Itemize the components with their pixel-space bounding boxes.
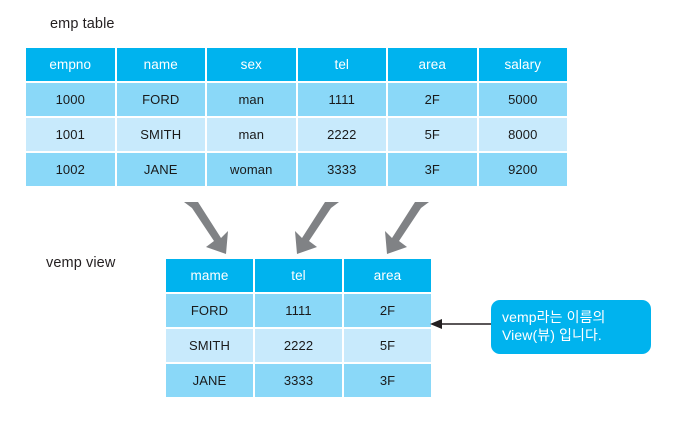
vemp-cell: 2222 xyxy=(255,329,342,362)
emp-cell: FORD xyxy=(116,83,205,116)
emp-cell: 2222 xyxy=(297,118,386,151)
vemp-cell: JANE xyxy=(166,364,253,397)
vemp-header-tel: tel xyxy=(255,259,342,292)
emp-header-tel: tel xyxy=(297,48,386,81)
emp-cell: JANE xyxy=(116,153,205,186)
emp-cell: SMITH xyxy=(116,118,205,151)
emp-cell: 2F xyxy=(388,83,477,116)
emp-header-salary: salary xyxy=(478,48,567,81)
emp-cell: 1000 xyxy=(26,83,115,116)
emp-header-sex: sex xyxy=(207,48,296,81)
vemp-view-caption: vemp view xyxy=(46,255,116,271)
vemp-cell: FORD xyxy=(166,294,253,327)
emp-cell: 1001 xyxy=(26,118,115,151)
emp-cell: 3333 xyxy=(297,153,386,186)
emp-table: empno name sex tel area salary 1000 FORD… xyxy=(26,48,567,186)
vemp-cell: SMITH xyxy=(166,329,253,362)
emp-cell: 1002 xyxy=(26,153,115,186)
emp-header-name: name xyxy=(116,48,205,81)
vemp-header-mame: mame xyxy=(166,259,253,292)
vemp-cell: 3F xyxy=(344,364,431,397)
vemp-cell: 2F xyxy=(344,294,431,327)
callout-bubble: vemp라는 이름의 View(뷰) 입니다. xyxy=(491,300,651,354)
vemp-cell: 3333 xyxy=(255,364,342,397)
callout-line-2: View(뷰) 입니다. xyxy=(502,327,602,344)
vemp-header-area: area xyxy=(344,259,431,292)
emp-header-empno: empno xyxy=(26,48,115,81)
vemp-cell: 5F xyxy=(344,329,431,362)
emp-cell: 1111 xyxy=(297,83,386,116)
emp-cell: 5000 xyxy=(478,83,567,116)
emp-table-caption: emp table xyxy=(50,16,115,32)
emp-cell: 3F xyxy=(388,153,477,186)
arrow-tel-column-icon xyxy=(295,202,339,254)
emp-cell: man xyxy=(207,118,296,151)
arrow-name-column-icon xyxy=(184,202,228,254)
callout-line-1: vemp라는 이름의 xyxy=(502,309,606,325)
emp-cell: 5F xyxy=(388,118,477,151)
callout-leader-arrow-icon xyxy=(430,319,494,329)
emp-cell: 9200 xyxy=(478,153,567,186)
emp-cell: woman xyxy=(207,153,296,186)
vemp-cell: 1111 xyxy=(255,294,342,327)
emp-cell: man xyxy=(207,83,296,116)
vemp-view-table: mame tel area FORD 1111 2F SMITH 2222 5F… xyxy=(166,259,431,397)
emp-cell: 8000 xyxy=(478,118,567,151)
arrow-area-column-icon xyxy=(385,202,429,254)
emp-header-area: area xyxy=(388,48,477,81)
